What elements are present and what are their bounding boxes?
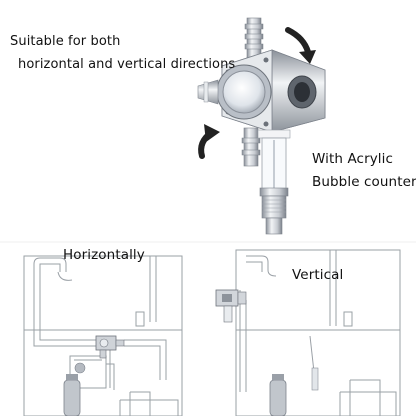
- horizontal-valve-mini: [95, 335, 125, 359]
- bubble-counter-caption-line1: With Acrylic: [312, 151, 394, 167]
- aquarium-outline: [23, 255, 183, 416]
- sight-glass-window: [216, 64, 272, 120]
- horizontal-co2-cylinder: [63, 362, 86, 416]
- rotation-arrow-top-icon: [285, 27, 316, 64]
- orientation-caption-line1: Suitable for both: [10, 34, 121, 49]
- vertical-valve-mini: [215, 289, 247, 323]
- horizontal-installation-diagram: [23, 255, 183, 416]
- vertical-installation-diagram: [235, 249, 401, 416]
- bubble-counter-caption-line2: Bubble counter: [312, 174, 416, 190]
- orientation-caption-line2: horizontal and vertical directions: [18, 57, 236, 72]
- co2-check-valve-product: [197, 17, 326, 235]
- horizontal-diagram-label: Horizontally: [63, 247, 145, 263]
- rotation-arrow-bottom-icon: [198, 124, 220, 159]
- vertical-diagram-label: Vertical: [292, 267, 344, 283]
- top-hose-barb: [244, 17, 264, 63]
- bottom-hose-barb: [241, 127, 261, 167]
- aquarium-outline: [235, 249, 401, 416]
- acrylic-bubble-counter: [257, 129, 291, 235]
- diffuser-mini: [311, 367, 319, 391]
- vertical-co2-cylinder: [269, 374, 287, 416]
- side-hose-barb: [197, 79, 219, 105]
